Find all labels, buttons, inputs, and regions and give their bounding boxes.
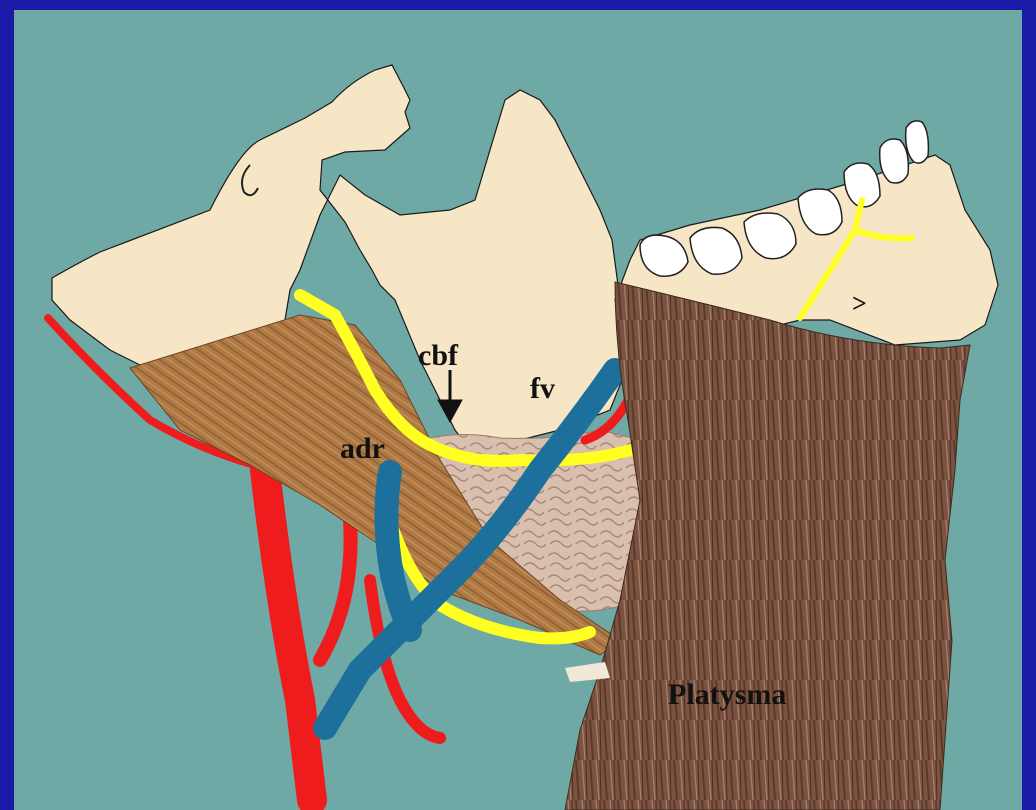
- label-fv: fv: [530, 372, 555, 405]
- label-adr: adr: [340, 432, 385, 465]
- label-platysma: Platysma: [668, 678, 786, 711]
- anatomy-diagram: cbf fv adr Platysma >: [14, 10, 1022, 810]
- label-cbf: cbf: [418, 339, 459, 372]
- diagram-panel: cbf fv adr Platysma >: [14, 10, 1022, 810]
- label-mark: >: [852, 289, 867, 318]
